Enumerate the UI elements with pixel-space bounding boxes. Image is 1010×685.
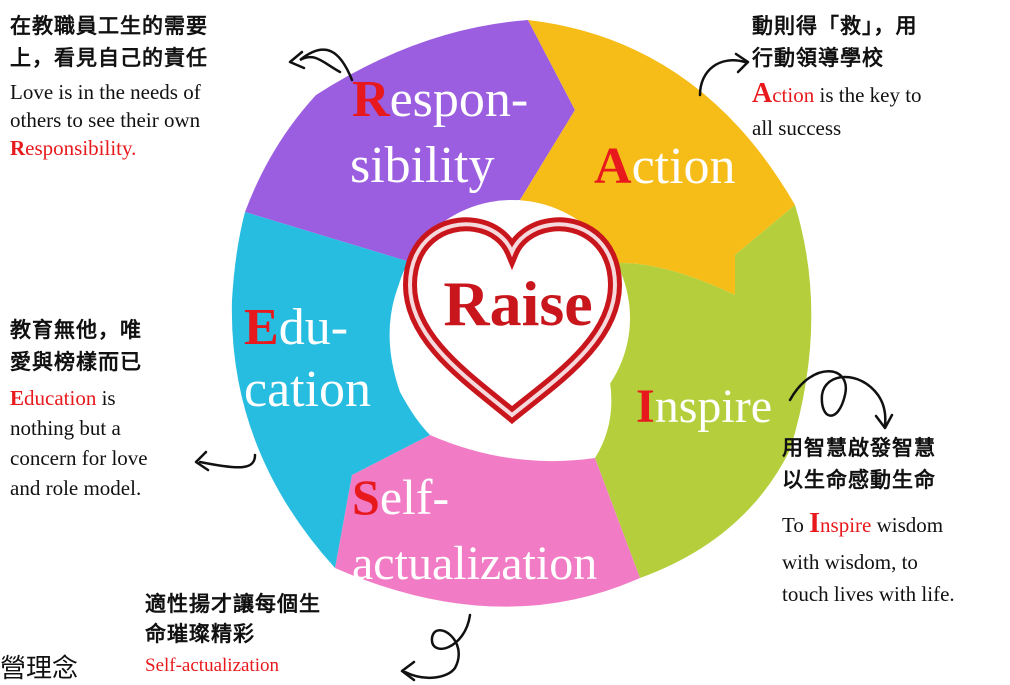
- note-inspire-initial: I: [809, 508, 821, 539]
- page-caption: 營理念: [0, 654, 79, 684]
- segment-inspire-label: Inspire: [636, 380, 772, 433]
- center-disc: [394, 200, 630, 436]
- segment-education-label: Edu-: [244, 299, 348, 356]
- segment-responsibility: [245, 20, 575, 262]
- note-responsibility-en-2: others to see their own: [10, 108, 201, 132]
- logo-text: Raise: [443, 268, 592, 339]
- note-responsibility-zh-1: 在教職員工生的需要: [10, 14, 208, 38]
- note-inspire-line1-rest: wisdom: [871, 513, 944, 537]
- arrow-action-head-icon: [734, 52, 750, 74]
- note-inspire-zh-2: 以生命感動生命: [782, 468, 936, 492]
- note-education-en-4: and role model.: [10, 476, 142, 500]
- segment-self-actualization: [335, 435, 640, 607]
- arrow-responsibility-icon: [299, 48, 354, 82]
- note-inspire-en-3: touch lives with life.: [782, 582, 955, 606]
- note-education-zh-1: 教育無他，唯: [10, 318, 142, 342]
- arrow-education-icon: [198, 453, 257, 469]
- note-action-en-1: Action is the key to: [752, 80, 922, 109]
- note-inspire-en-1: To Inspire wisdom: [782, 510, 943, 539]
- arrow-inspire-icon: [788, 370, 887, 427]
- note-inspire-prefix: To: [782, 513, 810, 537]
- segment-inspire: [595, 205, 812, 578]
- note-responsibility-initial: R: [10, 136, 26, 160]
- note-self-zh-1: 適性揚才讓每個生: [145, 592, 321, 616]
- arrow-action-icon: [698, 59, 747, 97]
- note-action-en-2: all success: [752, 116, 842, 140]
- note-inspire-rest: nspire: [820, 513, 872, 537]
- note-action-zh-1: 動則得「救」，用: [752, 14, 918, 38]
- note-education-en-2: nothing but a: [10, 416, 121, 440]
- segment-education: [231, 212, 430, 568]
- heart-logo: Raise: [402, 217, 623, 425]
- note-responsibility-zh-2: 上，看見自己的責任: [10, 46, 208, 70]
- segment-action-label: Action: [594, 138, 736, 195]
- note-education-en-3: concern for love: [10, 446, 148, 470]
- note-action-initial: A: [752, 78, 773, 109]
- note-responsibility-en-1: Love is in the needs of: [10, 80, 201, 104]
- note-inspire-en-2: with wisdom, to: [782, 550, 918, 574]
- arrow-responsibility-head-icon: [288, 50, 306, 70]
- arrow-education-head-icon: [194, 450, 210, 472]
- arrow-inspire-head-icon: [874, 413, 894, 430]
- arrow-self-icon: [403, 613, 472, 680]
- note-action-rest: ction: [772, 83, 815, 107]
- note-responsibility-en-3: Responsibility.: [10, 134, 136, 162]
- segment-responsibility-label-2: sibility: [350, 137, 494, 194]
- arrow-self-head-icon: [400, 660, 416, 682]
- note-inspire-zh-1: 用智慧啟發智慧: [782, 436, 936, 460]
- note-self-zh-2: 命璀璨精彩: [145, 622, 255, 646]
- note-action-line1-rest: is the key to: [814, 83, 922, 107]
- note-education-zh-2: 愛與榜樣而已: [10, 350, 142, 374]
- note-education-rest: ducation: [24, 386, 97, 410]
- note-responsibility-rest: esponsibility.: [25, 136, 137, 160]
- segment-self-label-2: actualization: [352, 537, 597, 590]
- note-self-en-1: Self-actualization: [145, 652, 279, 680]
- note-education-line1-rest: is: [96, 386, 116, 410]
- note-education-en-1: Education is: [10, 384, 116, 412]
- segment-self-label: Self-: [352, 469, 449, 525]
- note-action-zh-2: 行動領導學校: [752, 46, 884, 70]
- segment-responsibility-label: Respon-: [352, 71, 528, 128]
- segment-education-label-2: cation: [244, 361, 371, 418]
- note-self-highlight: Self-actualization: [145, 655, 279, 676]
- note-education-initial: E: [10, 386, 25, 410]
